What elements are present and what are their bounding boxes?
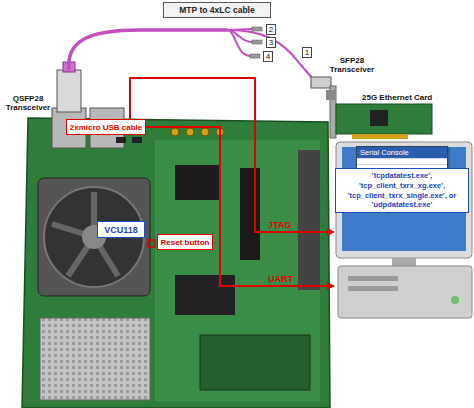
lc-connector (250, 54, 260, 58)
fan-blades (52, 192, 137, 276)
chip (175, 165, 220, 200)
fpga-board (22, 118, 330, 408)
usb-cable-box: 2xmicro USB cable (66, 119, 146, 135)
sma-connector (186, 128, 194, 136)
part-label: 25G Ethernet Card (362, 93, 432, 102)
cable-label: 2xmicro USB cable (70, 123, 142, 132)
callout-number: 2 (266, 24, 276, 35)
usb-port (116, 137, 126, 143)
fan (44, 187, 144, 287)
window-title: Serial Console (357, 147, 447, 158)
host-computer: 'tcpdatatest.exe', 'tcp_client_txrx_xg.e… (334, 140, 472, 320)
lc-connector (252, 40, 262, 44)
chip (175, 275, 235, 315)
gold-fingers (352, 134, 408, 139)
power-led (451, 296, 459, 304)
heat-sink (38, 178, 150, 296)
lc-connector (252, 27, 262, 31)
signal-name: JTAG (268, 220, 291, 230)
memory-slot (240, 168, 260, 260)
monitor-stand (392, 258, 416, 266)
callout-number: 4 (263, 51, 273, 62)
sfp-module (311, 77, 331, 88)
sma-connector (216, 128, 224, 136)
pc-case (338, 266, 472, 318)
uart-cable (146, 127, 334, 286)
monitor (336, 142, 472, 258)
reset-marker (148, 240, 155, 247)
drive-slot (348, 286, 398, 291)
cable-label: MTP to 4xLC cable (179, 5, 254, 15)
signal-name: UART (268, 274, 293, 284)
board-name: VCU118 (104, 225, 138, 235)
board-area (200, 335, 310, 390)
callout-number: 3 (266, 37, 276, 48)
cable-label-box: MTP to 4xLC cable (163, 2, 271, 18)
card-pcb (336, 104, 432, 134)
edge-connector (298, 150, 320, 290)
board-area (155, 140, 320, 402)
lc-fiber (228, 30, 314, 80)
part-label: SFP28 Transceiver (326, 56, 378, 74)
usb-port (132, 137, 142, 143)
part-label: Reset button (161, 238, 210, 247)
callout-number: 1 (302, 47, 312, 58)
drive-slot (348, 276, 398, 281)
sfp-port (326, 90, 336, 100)
sma-connector (201, 128, 209, 136)
part-label: QSFP28 Transceiver (2, 94, 54, 112)
mtp-cable (69, 30, 228, 70)
jtag-cable (130, 78, 334, 232)
board-name-box: VCU118 (97, 221, 145, 238)
fmc-connector (40, 318, 150, 400)
chip (370, 110, 388, 126)
qsfp-module (57, 70, 81, 112)
program-list: 'tcpdatatest.exe', 'tcp_client_txrx_xg.e… (335, 168, 469, 213)
reset-button-box: Reset button (157, 234, 213, 250)
sma-connector (171, 128, 179, 136)
lc-fiber (228, 30, 250, 56)
